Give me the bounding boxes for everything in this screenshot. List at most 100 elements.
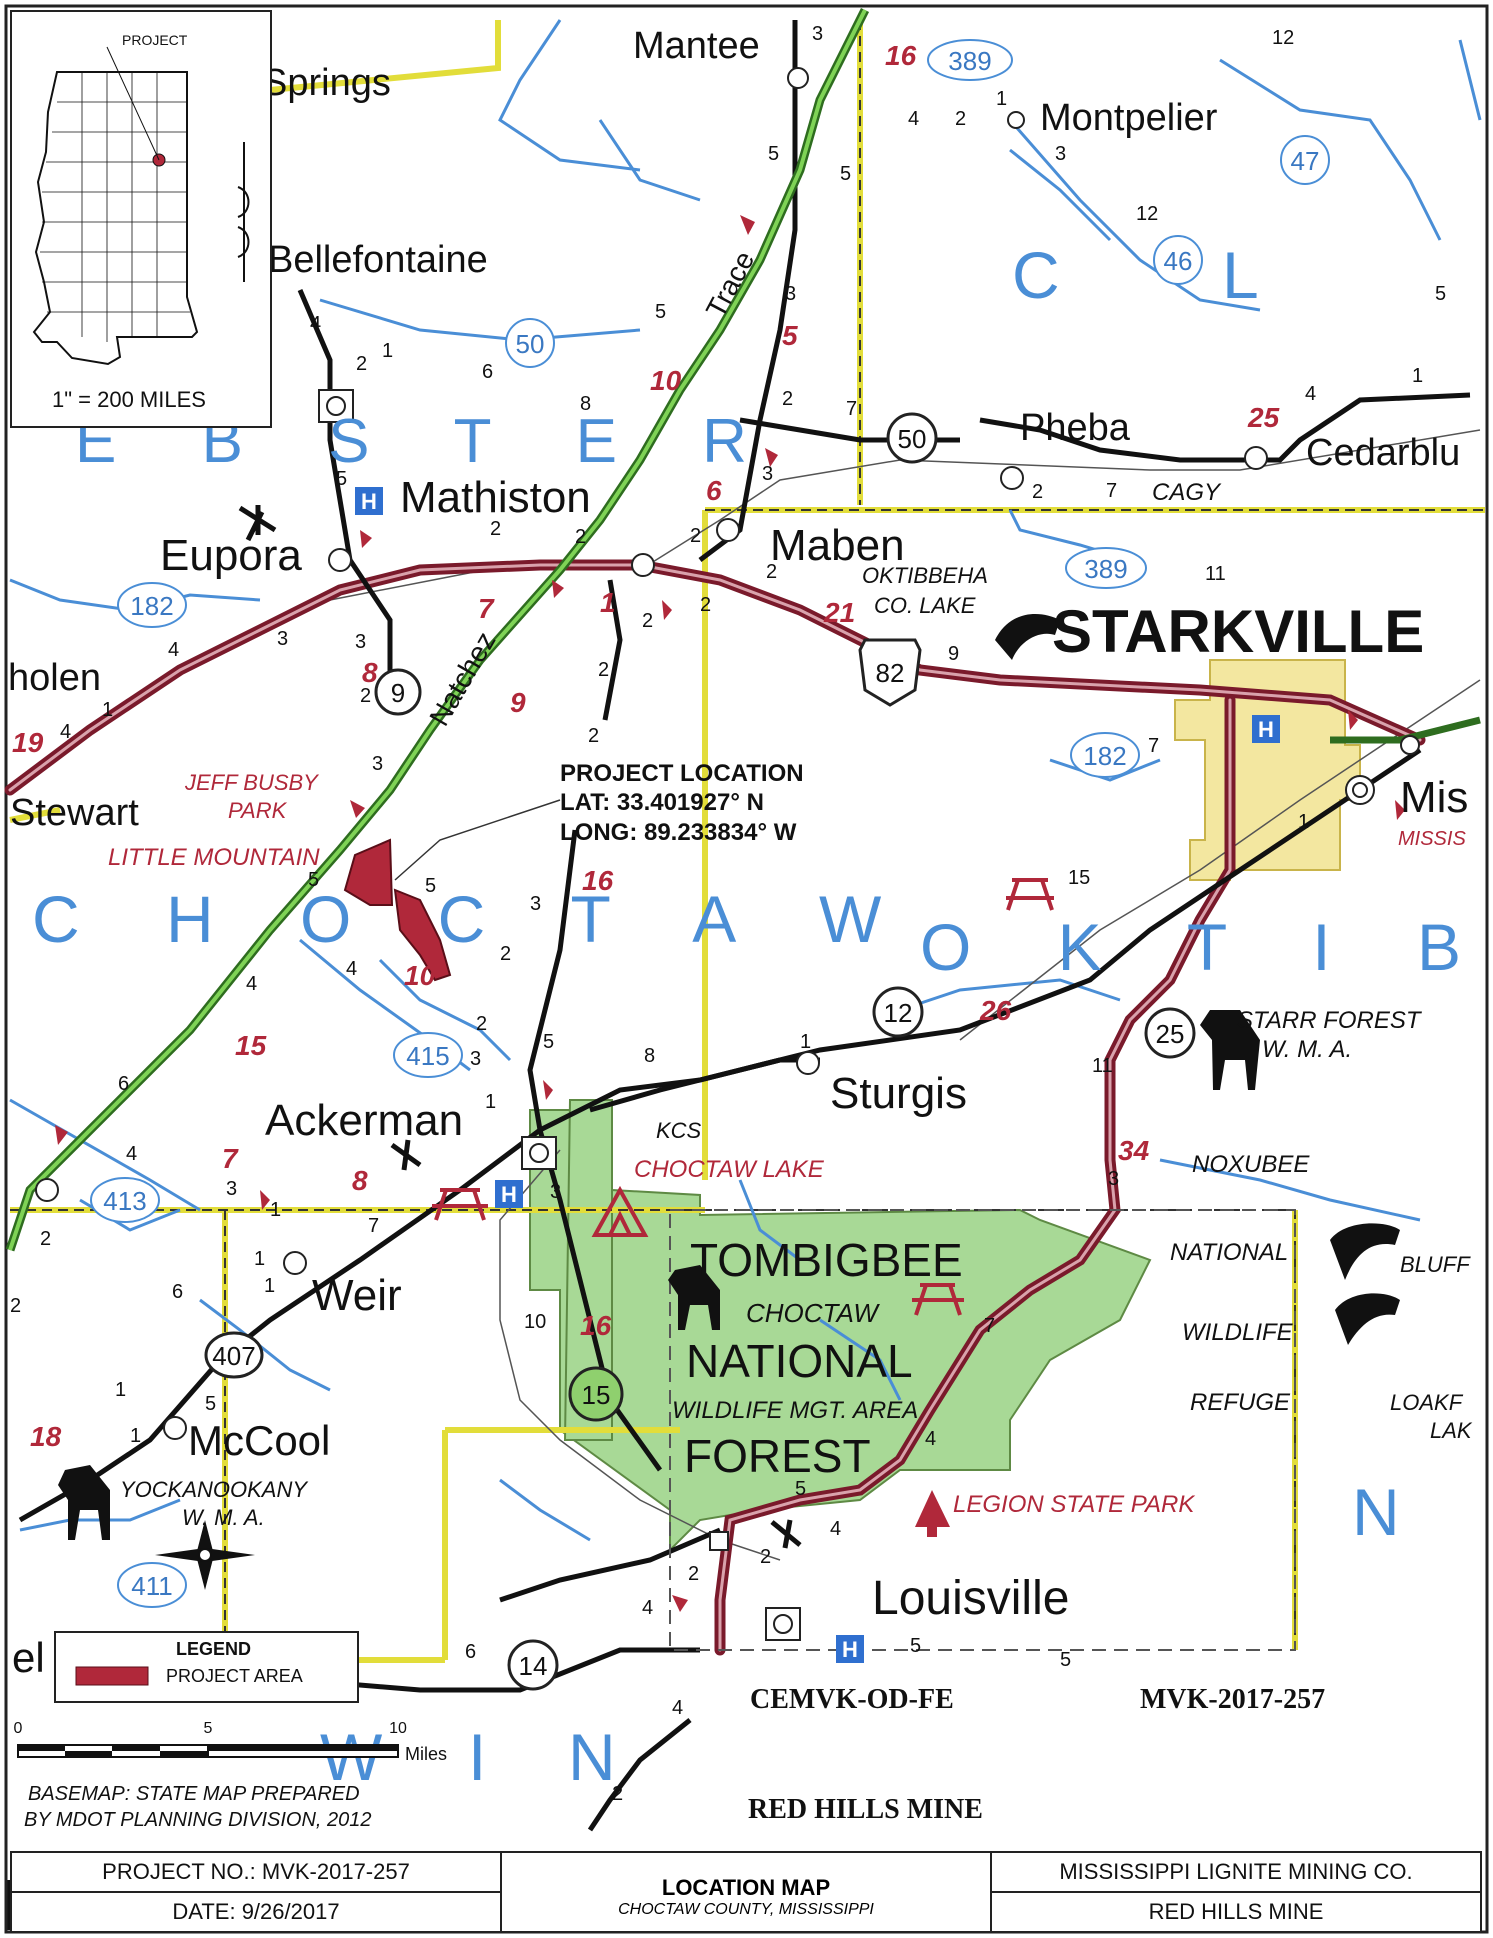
svg-text:7: 7 — [222, 1143, 239, 1174]
svg-text:15: 15 — [235, 1030, 267, 1061]
svg-text:50: 50 — [898, 424, 927, 454]
svg-text:2: 2 — [356, 353, 367, 375]
svg-text:2: 2 — [40, 1228, 51, 1250]
svg-text:2: 2 — [782, 388, 793, 410]
svg-text:4: 4 — [830, 1518, 841, 1540]
place-mantee: Mantee — [633, 25, 760, 67]
svg-text:47: 47 — [1291, 146, 1320, 176]
inset-scale: 1" = 200 MILES — [52, 387, 206, 412]
svg-text:4: 4 — [642, 1597, 653, 1619]
svg-text:5: 5 — [1060, 1649, 1071, 1671]
svg-text:4: 4 — [908, 108, 919, 130]
noxubee-label: NOXUBEE — [1192, 1151, 1310, 1178]
client-name: MISSISSIPPI LIGNITE MINING CO. — [1059, 1859, 1413, 1884]
lak-label: LAK — [1430, 1418, 1473, 1443]
us-82-shield: 82 — [858, 638, 922, 707]
svg-text:5: 5 — [308, 869, 319, 891]
wildlife-refuge-label: WILDLIFE — [1182, 1319, 1294, 1346]
legend-item: PROJECT AREA — [166, 1666, 303, 1686]
map-title: LOCATION MAP — [661, 1875, 831, 1900]
svg-text:10: 10 — [650, 365, 682, 396]
svg-text:3: 3 — [277, 628, 288, 650]
svg-text:8: 8 — [644, 1045, 655, 1067]
state-route-shield-labels: 9 12 14 15 25 50 407 — [212, 424, 1184, 1681]
place-eupora: Eupora — [160, 531, 302, 580]
svg-text:82: 82 — [876, 658, 905, 688]
county-seat-markers — [318, 389, 1375, 1641]
place-sturgis: Sturgis — [830, 1069, 967, 1118]
project-location-callout: PROJECT LOCATION LAT: 33.401927° N LONG:… — [560, 760, 804, 846]
svg-text:19: 19 — [12, 727, 44, 758]
winston-i-label: I — [468, 1720, 520, 1794]
mileage-numbers: 3 12 4 2 1 3 5 5 12 5 3 5 4 2 1 6 8 2 7 … — [10, 23, 1446, 1805]
choctaw-wma-label: CHOCTAW — [746, 1298, 880, 1328]
scale-bar: 0 5 10 Miles — [14, 1720, 447, 1764]
place-ackerman: Ackerman — [265, 1096, 463, 1145]
svg-text:2: 2 — [500, 943, 511, 965]
place-holen: holen — [8, 657, 101, 699]
svg-text:25: 25 — [1247, 402, 1280, 433]
svg-text:5: 5 — [782, 320, 798, 351]
svg-text:1: 1 — [485, 1091, 496, 1113]
legend-title: LEGEND — [176, 1639, 251, 1659]
project-callout-leader — [394, 799, 561, 881]
permit-stamp: MVK-2017-257 — [1140, 1684, 1325, 1715]
refuge-label: REFUGE — [1190, 1389, 1291, 1416]
svg-text:6: 6 — [482, 361, 493, 383]
svg-text:21: 21 — [823, 597, 855, 628]
red-route-numbers: 16 5 10 6 25 21 1 7 8 9 19 16 10 15 26 3… — [12, 40, 1280, 1452]
place-mis: Mis — [1400, 773, 1468, 822]
svg-text:11: 11 — [1092, 1055, 1113, 1077]
choctaw-lake-label: CHOCTAW LAKE — [634, 1156, 825, 1183]
rivers — [9, 19, 1482, 1542]
svg-text:389: 389 — [948, 46, 991, 76]
jeff-busby-park-label: PARK — [228, 798, 288, 823]
campground-icon — [591, 1185, 649, 1237]
project-lat: LAT: 33.401927° N — [560, 789, 764, 816]
hospital-icon: H H H H — [355, 487, 1280, 1663]
svg-text:3: 3 — [550, 1181, 561, 1203]
svg-text:413: 413 — [103, 1186, 146, 1216]
svg-text:46: 46 — [1164, 246, 1193, 276]
project-number: PROJECT NO.: MVK-2017-257 — [102, 1859, 410, 1884]
place-montpelier: Montpelier — [1040, 97, 1218, 139]
svg-text:2: 2 — [766, 561, 777, 583]
place-cedarbluff: Cedarblu — [1306, 432, 1460, 474]
svg-text:5: 5 — [795, 1478, 806, 1500]
legion-state-park-label: LEGION STATE PARK — [953, 1491, 1195, 1518]
historic-site-icon — [55, 215, 1405, 1612]
place-bellefontaine: Bellefontaine — [268, 239, 488, 281]
svg-text:4: 4 — [60, 721, 71, 743]
kcs-label: KCS — [656, 1118, 702, 1143]
svg-text:2: 2 — [598, 659, 609, 681]
place-louisville: Louisville — [872, 1572, 1069, 1625]
svg-text:6: 6 — [706, 475, 722, 506]
svg-text:5: 5 — [840, 163, 851, 185]
place-weir: Weir — [312, 1271, 402, 1320]
svg-text:6: 6 — [172, 1281, 183, 1303]
yockanookany-wma-label: W. M. A. — [182, 1505, 265, 1530]
svg-text:5: 5 — [336, 468, 347, 490]
svg-text:4: 4 — [346, 958, 357, 980]
svg-text:389: 389 — [1084, 554, 1127, 584]
svg-text:3: 3 — [226, 1178, 237, 1200]
svg-text:4: 4 — [168, 639, 179, 661]
svg-text:26: 26 — [979, 995, 1012, 1026]
svg-text:7: 7 — [368, 1215, 379, 1237]
svg-text:H: H — [501, 1182, 517, 1207]
place-mathiston: Mathiston — [400, 473, 591, 522]
svg-text:3: 3 — [372, 753, 383, 775]
highways — [4, 559, 1426, 1656]
svg-text:7: 7 — [478, 593, 495, 624]
svg-text:2: 2 — [642, 610, 653, 632]
svg-text:1: 1 — [382, 340, 393, 362]
svg-text:1: 1 — [800, 1031, 811, 1053]
national-label: NATIONAL — [686, 1335, 913, 1387]
basemap-note: BASEMAP: STATE MAP PREPARED BY MDOT PLAN… — [24, 1783, 372, 1831]
scale-tick-5: 5 — [204, 1720, 213, 1737]
scale-unit: Miles — [405, 1744, 447, 1764]
svg-text:18: 18 — [30, 1421, 62, 1452]
svg-text:7: 7 — [1148, 735, 1159, 757]
svg-text:2: 2 — [612, 1783, 623, 1805]
